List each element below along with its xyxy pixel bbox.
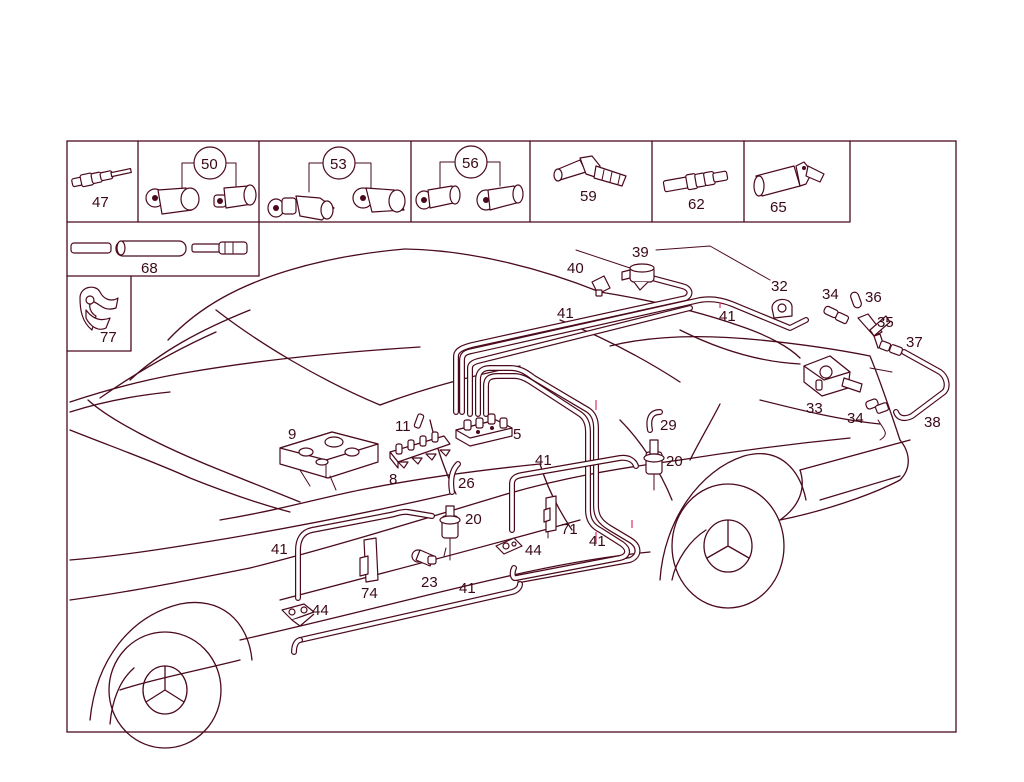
label-20-left: 20 <box>465 511 482 528</box>
label-33: 33 <box>806 400 823 417</box>
vacuum-valve-39-icon[interactable] <box>621 263 655 291</box>
label-32: 32 <box>771 278 788 295</box>
label-41-d: 41 <box>459 580 476 597</box>
label-34-lower: 34 <box>847 410 864 427</box>
fitting-23-icon[interactable] <box>411 549 437 567</box>
label-38: 38 <box>924 414 941 431</box>
label-9: 9 <box>288 426 296 443</box>
label-41-b: 41 <box>271 541 288 558</box>
legend-label-68: 68 <box>141 260 158 277</box>
label-26: 26 <box>458 475 475 492</box>
valve-block-5-icon[interactable] <box>455 413 513 447</box>
part-labels: 9 11 5 8 26 41 29 20 20 41 71 44 41 23 4… <box>271 244 941 619</box>
label-71: 71 <box>561 521 578 538</box>
vacuum-unit-33-icon[interactable] <box>803 355 863 397</box>
highlight-marks <box>595 302 721 542</box>
connector-65-icon <box>753 161 825 197</box>
legend-label-65: 65 <box>770 199 787 216</box>
vacuum-lines <box>291 275 950 655</box>
connector-50b-icon <box>213 184 257 209</box>
label-44-lower: 44 <box>312 602 329 619</box>
label-5: 5 <box>513 426 521 443</box>
bracket-44-lower-icon[interactable] <box>281 603 315 627</box>
vacuum-pump-block-9-icon[interactable] <box>279 431 379 491</box>
legend-cell-47[interactable]: 47 <box>71 165 132 211</box>
cap-36-icon[interactable] <box>850 291 863 309</box>
connector-50a-icon <box>145 187 200 215</box>
legend-label-62: 62 <box>688 196 705 213</box>
connector-56b-icon <box>476 184 524 211</box>
legend-cell-65[interactable]: 65 <box>753 161 825 216</box>
clip-32-icon[interactable] <box>771 298 793 319</box>
legend-label-59: 59 <box>580 188 597 205</box>
connector-53a-icon <box>267 195 335 221</box>
legend-label-53: 53 <box>330 156 347 173</box>
connector-47-icon <box>71 167 132 188</box>
hose-pieces-68-icon <box>70 240 248 257</box>
label-44-middle: 44 <box>525 542 542 559</box>
label-41-e: 41 <box>557 305 574 322</box>
connector-34-lower-icon[interactable] <box>865 398 890 414</box>
rear-wheel <box>671 483 785 609</box>
label-8: 8 <box>389 471 397 488</box>
legend-cell-62[interactable]: 62 <box>662 168 729 213</box>
legend-label-47: 47 <box>92 194 109 211</box>
legend-cell-56[interactable]: 56 <box>415 145 524 211</box>
leader-39 <box>575 245 771 281</box>
bracket-44-middle-icon[interactable] <box>495 537 523 555</box>
label-35: 35 <box>877 314 894 331</box>
label-20-right: 20 <box>666 453 683 470</box>
legend-cell-77[interactable]: 77 <box>79 286 119 346</box>
label-40: 40 <box>567 260 584 277</box>
connector-11-icon[interactable] <box>413 413 425 429</box>
vacuum-element-20-left-icon[interactable] <box>439 505 461 561</box>
hose-clip-77-icon <box>79 286 119 331</box>
label-41-f: 41 <box>719 308 736 325</box>
legend-cell-68[interactable]: 68 <box>70 240 248 277</box>
label-29: 29 <box>660 417 677 434</box>
connector-53b-icon <box>352 187 406 213</box>
label-41-c: 41 <box>589 533 606 550</box>
vacuum-element-20-right-icon[interactable] <box>643 439 665 491</box>
label-36: 36 <box>865 289 882 306</box>
label-34-upper: 34 <box>822 286 839 303</box>
label-23: 23 <box>421 574 438 591</box>
distributor-8-icon[interactable] <box>389 431 451 469</box>
legend-label-56: 56 <box>462 155 479 172</box>
connector-56a-icon <box>415 185 461 210</box>
label-11: 11 <box>395 418 411 435</box>
holder-71-icon[interactable] <box>543 495 557 539</box>
connector-62-icon <box>662 170 729 193</box>
label-37: 37 <box>906 334 923 351</box>
label-41-a: 41 <box>535 452 552 469</box>
legend-grid <box>66 140 851 352</box>
connector-34-upper-icon[interactable] <box>823 305 850 325</box>
elbow-connector-59-icon <box>553 155 627 187</box>
legend-cell-50[interactable]: 50 <box>145 146 257 215</box>
legend-label-77: 77 <box>100 329 117 346</box>
label-39: 39 <box>632 244 649 261</box>
legend-cell-59[interactable]: 59 <box>553 155 627 205</box>
legend-label-50: 50 <box>201 156 218 173</box>
connector-37-icon[interactable] <box>878 340 904 356</box>
diagram-frame <box>66 140 957 733</box>
front-wheel <box>108 631 222 749</box>
label-74: 74 <box>361 585 378 602</box>
holder-74-icon[interactable] <box>359 537 379 583</box>
legend-cell-53[interactable]: 53 <box>267 146 406 221</box>
y-fitting-35-icon[interactable] <box>857 313 891 349</box>
check-valve-40-icon[interactable] <box>591 275 611 297</box>
